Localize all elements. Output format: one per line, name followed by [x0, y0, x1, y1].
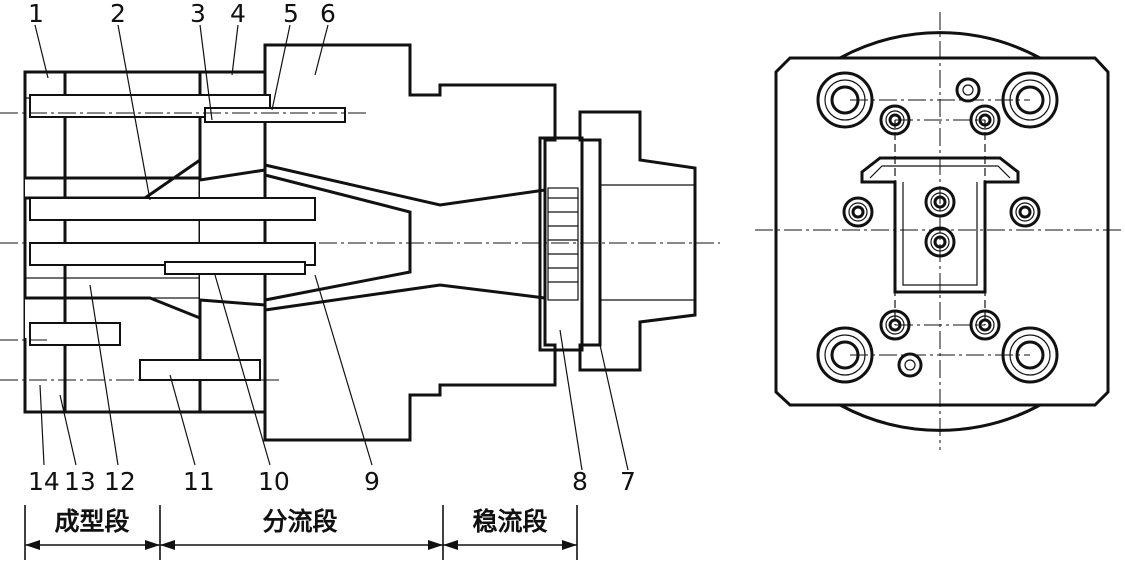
leader-lines [34, 24, 629, 471]
part-label-5: 5 [283, 0, 299, 28]
stabilizing-section-label: 稳流段 [472, 507, 547, 536]
small-bolt-holes [842, 77, 1041, 378]
part-label-10: 10 [258, 467, 290, 496]
part-label-14: 14 [28, 467, 60, 496]
breaker-plate [538, 136, 584, 352]
part-label-9: 9 [364, 467, 380, 496]
part-label-4: 4 [230, 0, 246, 28]
part-label-7: 7 [620, 467, 636, 496]
part-label-11: 11 [183, 467, 215, 496]
section-dimension-bar: 成型段 分流段 稳流段 [24, 505, 578, 560]
section-view [0, 43, 720, 442]
part-labels: 1 2 3 4 5 6 7 8 9 10 11 12 13 14 [28, 0, 636, 496]
part-label-8: 8 [572, 467, 588, 496]
large-bolt-holes [816, 71, 1059, 384]
part-label-3: 3 [190, 0, 206, 28]
part-label-12: 12 [104, 467, 136, 496]
distribution-section-label: 分流段 [262, 507, 337, 536]
adapter-flange [578, 110, 697, 372]
forming-section-label: 成型段 [54, 507, 129, 536]
part-label-1: 1 [28, 0, 44, 28]
part-label-6: 6 [320, 0, 336, 28]
part-label-13: 13 [64, 467, 96, 496]
end-view [755, 12, 1125, 450]
part-label-2: 2 [110, 0, 126, 28]
die-body [263, 43, 557, 442]
